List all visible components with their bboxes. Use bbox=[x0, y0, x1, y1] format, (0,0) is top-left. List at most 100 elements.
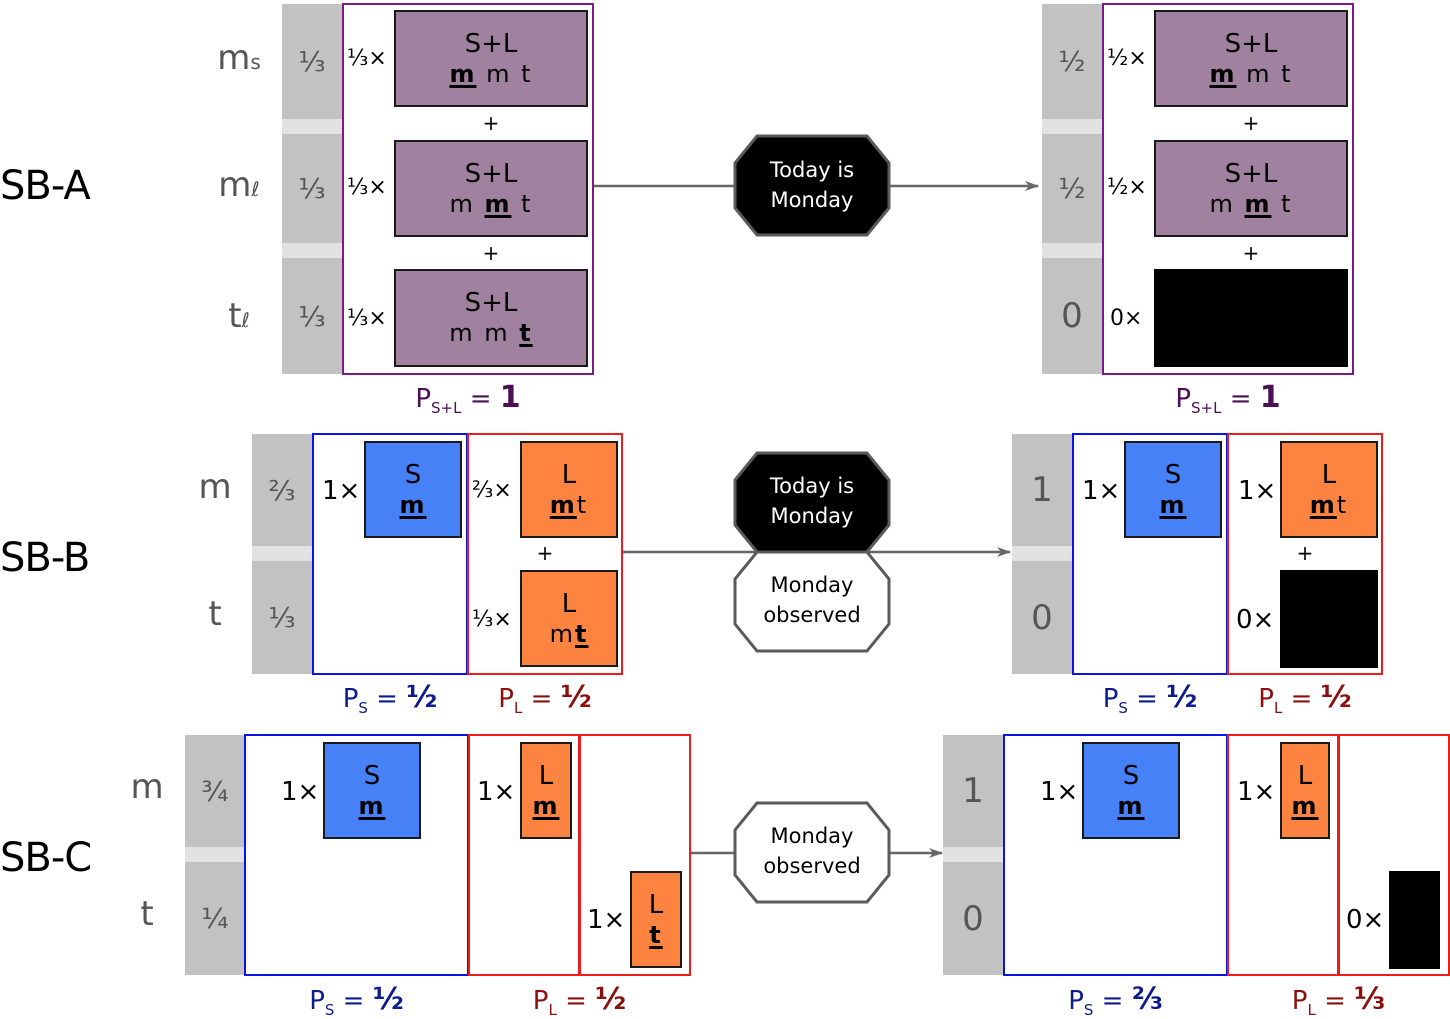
sbc-after-l-t-coef: 0× bbox=[1346, 905, 1385, 935]
divider bbox=[282, 243, 342, 258]
sbb-before-l-coef: ⅓× bbox=[472, 607, 512, 632]
event-text-line: Monday bbox=[770, 504, 854, 528]
sbb-after-l-box-m: L mt bbox=[1280, 441, 1378, 538]
box-days: mt bbox=[1309, 490, 1349, 519]
box-title: S bbox=[404, 459, 422, 490]
sbb-after-pl: PL = ½ bbox=[1258, 680, 1352, 717]
sbc-before-ps: PS = ½ bbox=[309, 982, 404, 1019]
sbb-row-label-m: m bbox=[198, 467, 232, 507]
sbb-after-ps: PS = ½ bbox=[1102, 680, 1198, 717]
sbb-posterior-t: 0 bbox=[1031, 597, 1053, 638]
divider bbox=[1012, 546, 1072, 561]
box-days: m bbox=[532, 791, 560, 820]
sbb-event-label-observed: Monday observed bbox=[735, 570, 889, 630]
divider bbox=[282, 119, 342, 134]
box-days: m m t bbox=[1209, 59, 1293, 88]
sbb-after-s-box: S m bbox=[1124, 441, 1222, 538]
box-days: m m t bbox=[449, 189, 533, 218]
box-title: S+L bbox=[464, 28, 518, 59]
plus-sign: + bbox=[1242, 111, 1260, 135]
sba-after-coef: 0× bbox=[1110, 306, 1143, 331]
box-days: m m t bbox=[449, 319, 533, 347]
sbc-row-label-t: t bbox=[140, 894, 154, 934]
event-text-line: observed bbox=[763, 854, 861, 878]
sbc-before-s-box: S m bbox=[323, 742, 421, 839]
sba-after-box-m2: S+L m m t bbox=[1154, 140, 1348, 237]
event-text-line: Today is bbox=[769, 158, 855, 182]
sbc-before-l-t-coef: 1× bbox=[587, 905, 626, 935]
box-title: S bbox=[363, 760, 381, 791]
sbc-event-monday-observed bbox=[733, 801, 891, 904]
sbc-after-s-box: S m bbox=[1082, 742, 1180, 839]
event-text-line: observed bbox=[763, 603, 861, 627]
event-text-line: Monday bbox=[770, 824, 854, 848]
sbb-label: SB-B bbox=[0, 535, 90, 581]
sbc-label: SB-C bbox=[0, 835, 92, 881]
box-title: S bbox=[1164, 459, 1182, 490]
box-title: S bbox=[1122, 760, 1140, 791]
sba-before-coef: ⅓× bbox=[347, 306, 387, 331]
sba-after-box-m1: S+L m m t bbox=[1154, 10, 1348, 107]
box-title: L bbox=[648, 889, 664, 920]
sba-posterior-ml: ½ bbox=[1058, 172, 1086, 205]
box-days: t bbox=[649, 920, 663, 949]
event-text-line: Monday bbox=[770, 573, 854, 597]
plus-sign: + bbox=[482, 111, 500, 135]
box-title: L bbox=[538, 760, 554, 791]
box-title: S+L bbox=[1224, 158, 1278, 189]
sbb-before-l-box-t: L mt bbox=[520, 570, 618, 667]
sbc-after-pl: PL = ⅓ bbox=[1291, 982, 1386, 1019]
sba-before-coef: ⅓× bbox=[347, 175, 387, 200]
sba-prior-ms: ⅓ bbox=[298, 45, 326, 78]
sbb-after-s-coef: 1× bbox=[1082, 476, 1121, 506]
sbb-before-ps: PS = ½ bbox=[342, 680, 438, 717]
sba-event-label: Today is Monday bbox=[735, 155, 889, 215]
sbb-before-l-box-m: L mt bbox=[520, 441, 618, 538]
sba-prior-ml: ⅓ bbox=[298, 172, 326, 205]
divider bbox=[943, 847, 1003, 862]
box-days: mt bbox=[549, 619, 589, 648]
sbb-before-s-coef: 1× bbox=[322, 476, 361, 506]
divider bbox=[185, 847, 245, 862]
sbc-before-l-box-m: L m bbox=[520, 742, 572, 839]
box-title: L bbox=[1321, 459, 1337, 490]
sba-row-label-ml: mℓ bbox=[218, 165, 260, 205]
sbc-after-s-coef: 1× bbox=[1040, 777, 1079, 807]
box-days: mt bbox=[549, 490, 589, 519]
sbc-after-ps: PS = ⅔ bbox=[1068, 982, 1163, 1019]
sba-row-label-ms: ms bbox=[217, 38, 261, 78]
sbb-after-l-coef: 1× bbox=[1238, 476, 1277, 506]
sbc-posterior-t: 0 bbox=[962, 898, 984, 939]
sba-after-coef: ½× bbox=[1107, 175, 1147, 200]
box-days: m bbox=[399, 490, 427, 519]
sba-prior-tl: ⅓ bbox=[298, 299, 326, 333]
sbb-after-l-box-eliminated bbox=[1280, 570, 1378, 668]
box-days: m bbox=[358, 791, 386, 820]
divider bbox=[252, 546, 312, 561]
divider bbox=[1042, 243, 1102, 258]
box-days: m bbox=[1117, 791, 1145, 820]
sbb-prior-m: ⅔ bbox=[268, 473, 296, 507]
plus-sign: + bbox=[1242, 241, 1260, 265]
sbc-posterior-m: 1 bbox=[962, 771, 984, 811]
sbc-after-l-box-m: L m bbox=[1280, 742, 1330, 839]
sba-prior-bar bbox=[282, 4, 342, 374]
sba-before-box-m2: S+L m m t bbox=[394, 140, 588, 237]
sbb-prior-t: ⅓ bbox=[268, 601, 296, 634]
box-days: m bbox=[1291, 791, 1319, 820]
sba-posterior-tl: 0 bbox=[1061, 296, 1083, 336]
sba-posterior-ms: ½ bbox=[1058, 45, 1086, 78]
box-days: m bbox=[1159, 490, 1187, 519]
sbb-before-pl: PL = ½ bbox=[498, 680, 592, 717]
box-days: m m t bbox=[449, 59, 533, 88]
sbc-after-l-box-eliminated bbox=[1389, 871, 1440, 969]
box-title: S+L bbox=[1224, 28, 1278, 59]
event-text-line: Today is bbox=[769, 474, 855, 498]
sbb-event-label-today: Today is Monday bbox=[735, 471, 889, 531]
event-text-line: Monday bbox=[770, 188, 854, 212]
sbc-before-pl: PL = ½ bbox=[532, 982, 627, 1019]
sba-event-today-monday bbox=[733, 134, 891, 237]
sba-after-probability: PS+L = 1 bbox=[1175, 380, 1281, 417]
sba-row-label-tl: tℓ bbox=[228, 296, 250, 336]
